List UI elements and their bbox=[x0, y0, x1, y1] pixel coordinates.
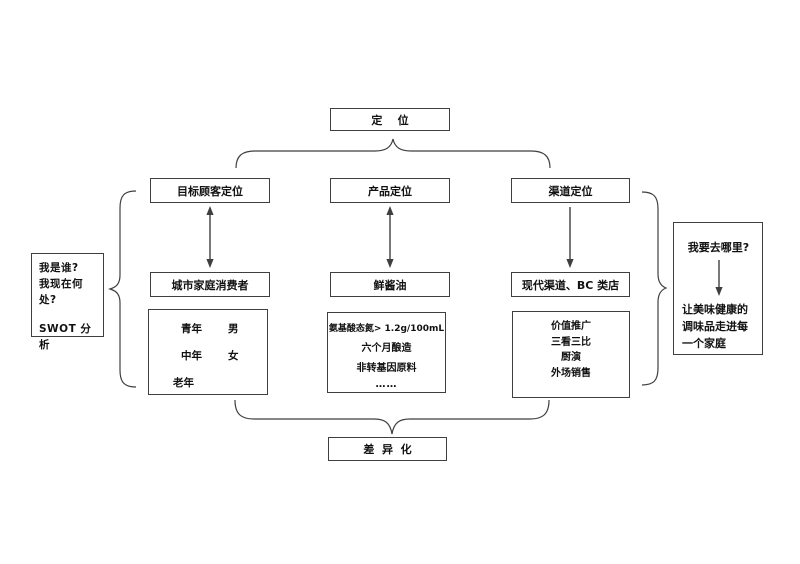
bottom-brace bbox=[234, 399, 550, 435]
down-arrow-icon bbox=[714, 260, 723, 296]
detail-line: 非转基因原料 bbox=[356, 363, 417, 374]
target-customer-positioning-box: 目标顾客定位 bbox=[150, 178, 270, 203]
top-brace bbox=[235, 138, 551, 169]
detail-line: …… bbox=[375, 379, 398, 390]
right-brace bbox=[641, 191, 667, 386]
product-detail-box: 氨基酸态氮> 1.2g/100mL 六个月酿造 非转基因原料 …… bbox=[327, 312, 446, 393]
channel-positioning-box: 渠道定位 bbox=[511, 178, 630, 203]
fresh-soy-sauce-box: 鲜酱油 bbox=[330, 272, 450, 297]
detail-line: 青年 男 bbox=[181, 323, 239, 335]
detail-line: 中年 女 bbox=[181, 350, 239, 362]
channel-detail-box: 价值推广 三看三比 厨演 外场销售 bbox=[512, 311, 630, 398]
detail-line: 价值推广 bbox=[551, 321, 591, 332]
detail-line: 六个月酿造 bbox=[361, 343, 412, 354]
differentiation-box: 差 异 化 bbox=[328, 437, 447, 461]
detail-line: 三看三比 bbox=[551, 336, 591, 348]
note-line: 让美味健康的调味品走进每一个家庭 bbox=[682, 303, 748, 350]
arrow-wrap bbox=[682, 259, 755, 297]
detail-line: 老年 bbox=[173, 377, 194, 389]
note-line: SWOT 分析 bbox=[39, 323, 92, 351]
note-line: 我是谁? bbox=[39, 262, 79, 274]
positioning-box: 定 位 bbox=[330, 108, 450, 131]
note-line: 我现在何处? bbox=[39, 278, 83, 306]
detail-line: 厨演 bbox=[561, 352, 581, 363]
swot-note-box: 我是谁? 我现在何处? SWOT 分析 bbox=[31, 253, 104, 351]
note-line: 我要去哪里? bbox=[687, 241, 750, 254]
urban-family-consumer-box: 城市家庭消费者 bbox=[150, 272, 270, 297]
down-arrow-icon bbox=[566, 207, 574, 268]
product-positioning-box: 产品定位 bbox=[330, 178, 450, 203]
spacer bbox=[39, 308, 96, 321]
detail-line: 外场销售 bbox=[551, 367, 591, 379]
left-brace bbox=[108, 190, 137, 388]
double-arrow-icon bbox=[206, 206, 214, 268]
customer-detail-box: 青年 男 中年 女 老年 bbox=[148, 309, 268, 395]
double-arrow-icon bbox=[386, 206, 394, 268]
vision-note-box: 我要去哪里? 让美味健康的调味品走进每一个家庭 bbox=[673, 222, 763, 355]
detail-line: 氨基酸态氮> 1.2g/100mL bbox=[328, 324, 445, 334]
modern-channel-box: 现代渠道、BC 类店 bbox=[511, 272, 630, 297]
